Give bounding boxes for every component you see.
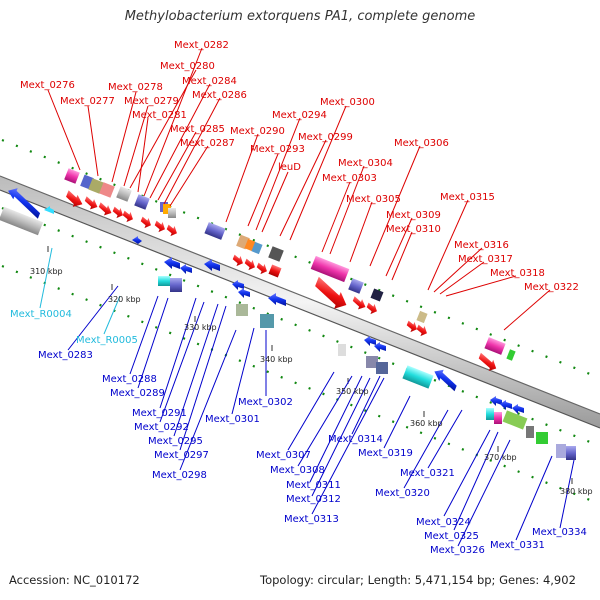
topology-text: Topology: circular; Length: 5,471,154 bp… — [260, 573, 576, 587]
gene-label: leuD — [278, 162, 301, 173]
reverse-leader-lines — [67, 285, 575, 547]
gene-label: Mext_0297 — [154, 450, 209, 461]
gene-label: Mext_0306 — [394, 138, 449, 149]
gene-label: Mext_0320 — [375, 488, 430, 499]
gene-label: Mext_0325 — [424, 531, 479, 542]
gene-label: Mext_0280 — [160, 61, 215, 72]
gene-label: Mext_0278 — [108, 82, 163, 93]
gene-label: Mext_0293 — [250, 144, 305, 155]
gene-label: Mext_0314 — [328, 434, 383, 445]
gene-label: Mext_0302 — [238, 397, 293, 408]
gene-label: Mext_0283 — [38, 350, 93, 361]
scale-label-320: 320 kbp — [108, 295, 141, 304]
scale-label-380: 380 kbp — [560, 487, 593, 496]
gene-label: Mext_0318 — [490, 268, 545, 279]
gene-label: Mext_0281 — [132, 110, 187, 121]
gene-label: Mext_0298 — [152, 470, 207, 481]
gene-label: Mext_0286 — [192, 90, 247, 101]
gene-label: Mext_0290 — [230, 126, 285, 137]
gene-label: Mext_0304 — [338, 158, 393, 169]
gene-label: Mext_0282 — [174, 40, 229, 51]
gene-label: Mext_0317 — [458, 254, 513, 265]
gene-label: Mext_0324 — [416, 517, 471, 528]
gene-label: Mext_0288 — [102, 374, 157, 385]
gene-label: Mext_R0005 — [76, 335, 138, 346]
gene-label: Mext_0308 — [270, 465, 325, 476]
reverse-gene-labels: Mext_0283 Mext_0288 Mext_0289 Mext_0291 … — [38, 350, 587, 556]
scale-label-370: 370 kbp — [484, 453, 517, 462]
gene-label: Mext_0310 — [386, 224, 441, 235]
gene-label: Mext_0309 — [386, 210, 441, 221]
gene-label: Mext_0316 — [454, 240, 509, 251]
gene-label: Mext_0276 — [20, 80, 75, 91]
gene-label: Mext_0305 — [346, 194, 401, 205]
rna-gene-labels: Mext_R0004 Mext_R0005 — [10, 309, 138, 346]
gene-label: Mext_0303 — [322, 173, 377, 184]
gene-label: Mext_0307 — [256, 450, 311, 461]
scale-label-340: 340 kbp — [260, 355, 293, 364]
gene-label: Mext_0279 — [124, 96, 179, 107]
forward-leader-lines — [47, 47, 551, 331]
gene-label: Mext_0300 — [320, 97, 375, 108]
gene-label: Mext_0321 — [400, 468, 455, 479]
accession-text: Accession: NC_010172 — [9, 573, 140, 587]
forward-gene-features — [64, 168, 516, 371]
scale-label-310: 310 kbp — [30, 267, 63, 276]
gene-label: Mext_0289 — [110, 388, 165, 399]
gene-label: Mext_0277 — [60, 96, 115, 107]
gene-label: Mext_0326 — [430, 545, 485, 556]
gene-label: Mext_0322 — [524, 282, 579, 293]
gene-label: Mext_0284 — [182, 76, 237, 87]
scale-ticks — [47, 246, 573, 484]
gene-label: Mext_0294 — [272, 110, 327, 121]
gene-label: Mext_0295 — [148, 436, 203, 447]
gene-label: Mext_0312 — [286, 494, 341, 505]
gene-label: Mext_0319 — [358, 448, 413, 459]
gene-label: Mext_0291 — [132, 408, 187, 419]
scale-label-360: 360 kbp — [410, 419, 443, 428]
gene-label: Mext_R0004 — [10, 309, 72, 320]
gene-label: Mext_0334 — [532, 527, 587, 538]
gene-label: Mext_0287 — [180, 138, 235, 149]
gene-label: Mext_0331 — [490, 540, 545, 551]
rna-leader-lines — [39, 247, 121, 335]
genome-title: Methylobacterium extorquens PA1, complet… — [124, 9, 476, 24]
gene-label: Mext_0299 — [298, 132, 353, 143]
scale-tick-labels: 310 kbp 320 kbp 330 kbp 340 kbp 350 kbp … — [30, 267, 593, 496]
reverse-gene-features — [0, 188, 576, 460]
gene-label: Mext_0301 — [205, 414, 260, 425]
scale-label-330: 330 kbp — [184, 323, 217, 332]
gene-label: Mext_0311 — [286, 480, 341, 491]
gene-label: Mext_0292 — [134, 422, 189, 433]
gene-label: Mext_0313 — [284, 514, 339, 525]
scale-label-350: 350 kbp — [336, 387, 369, 396]
gene-label: Mext_0285 — [170, 124, 225, 135]
genome-backbone — [0, 175, 600, 429]
forward-gene-labels: Mext_0276 Mext_0277 Mext_0278 Mext_0279 … — [20, 40, 579, 293]
gene-label: Mext_0315 — [440, 192, 495, 203]
